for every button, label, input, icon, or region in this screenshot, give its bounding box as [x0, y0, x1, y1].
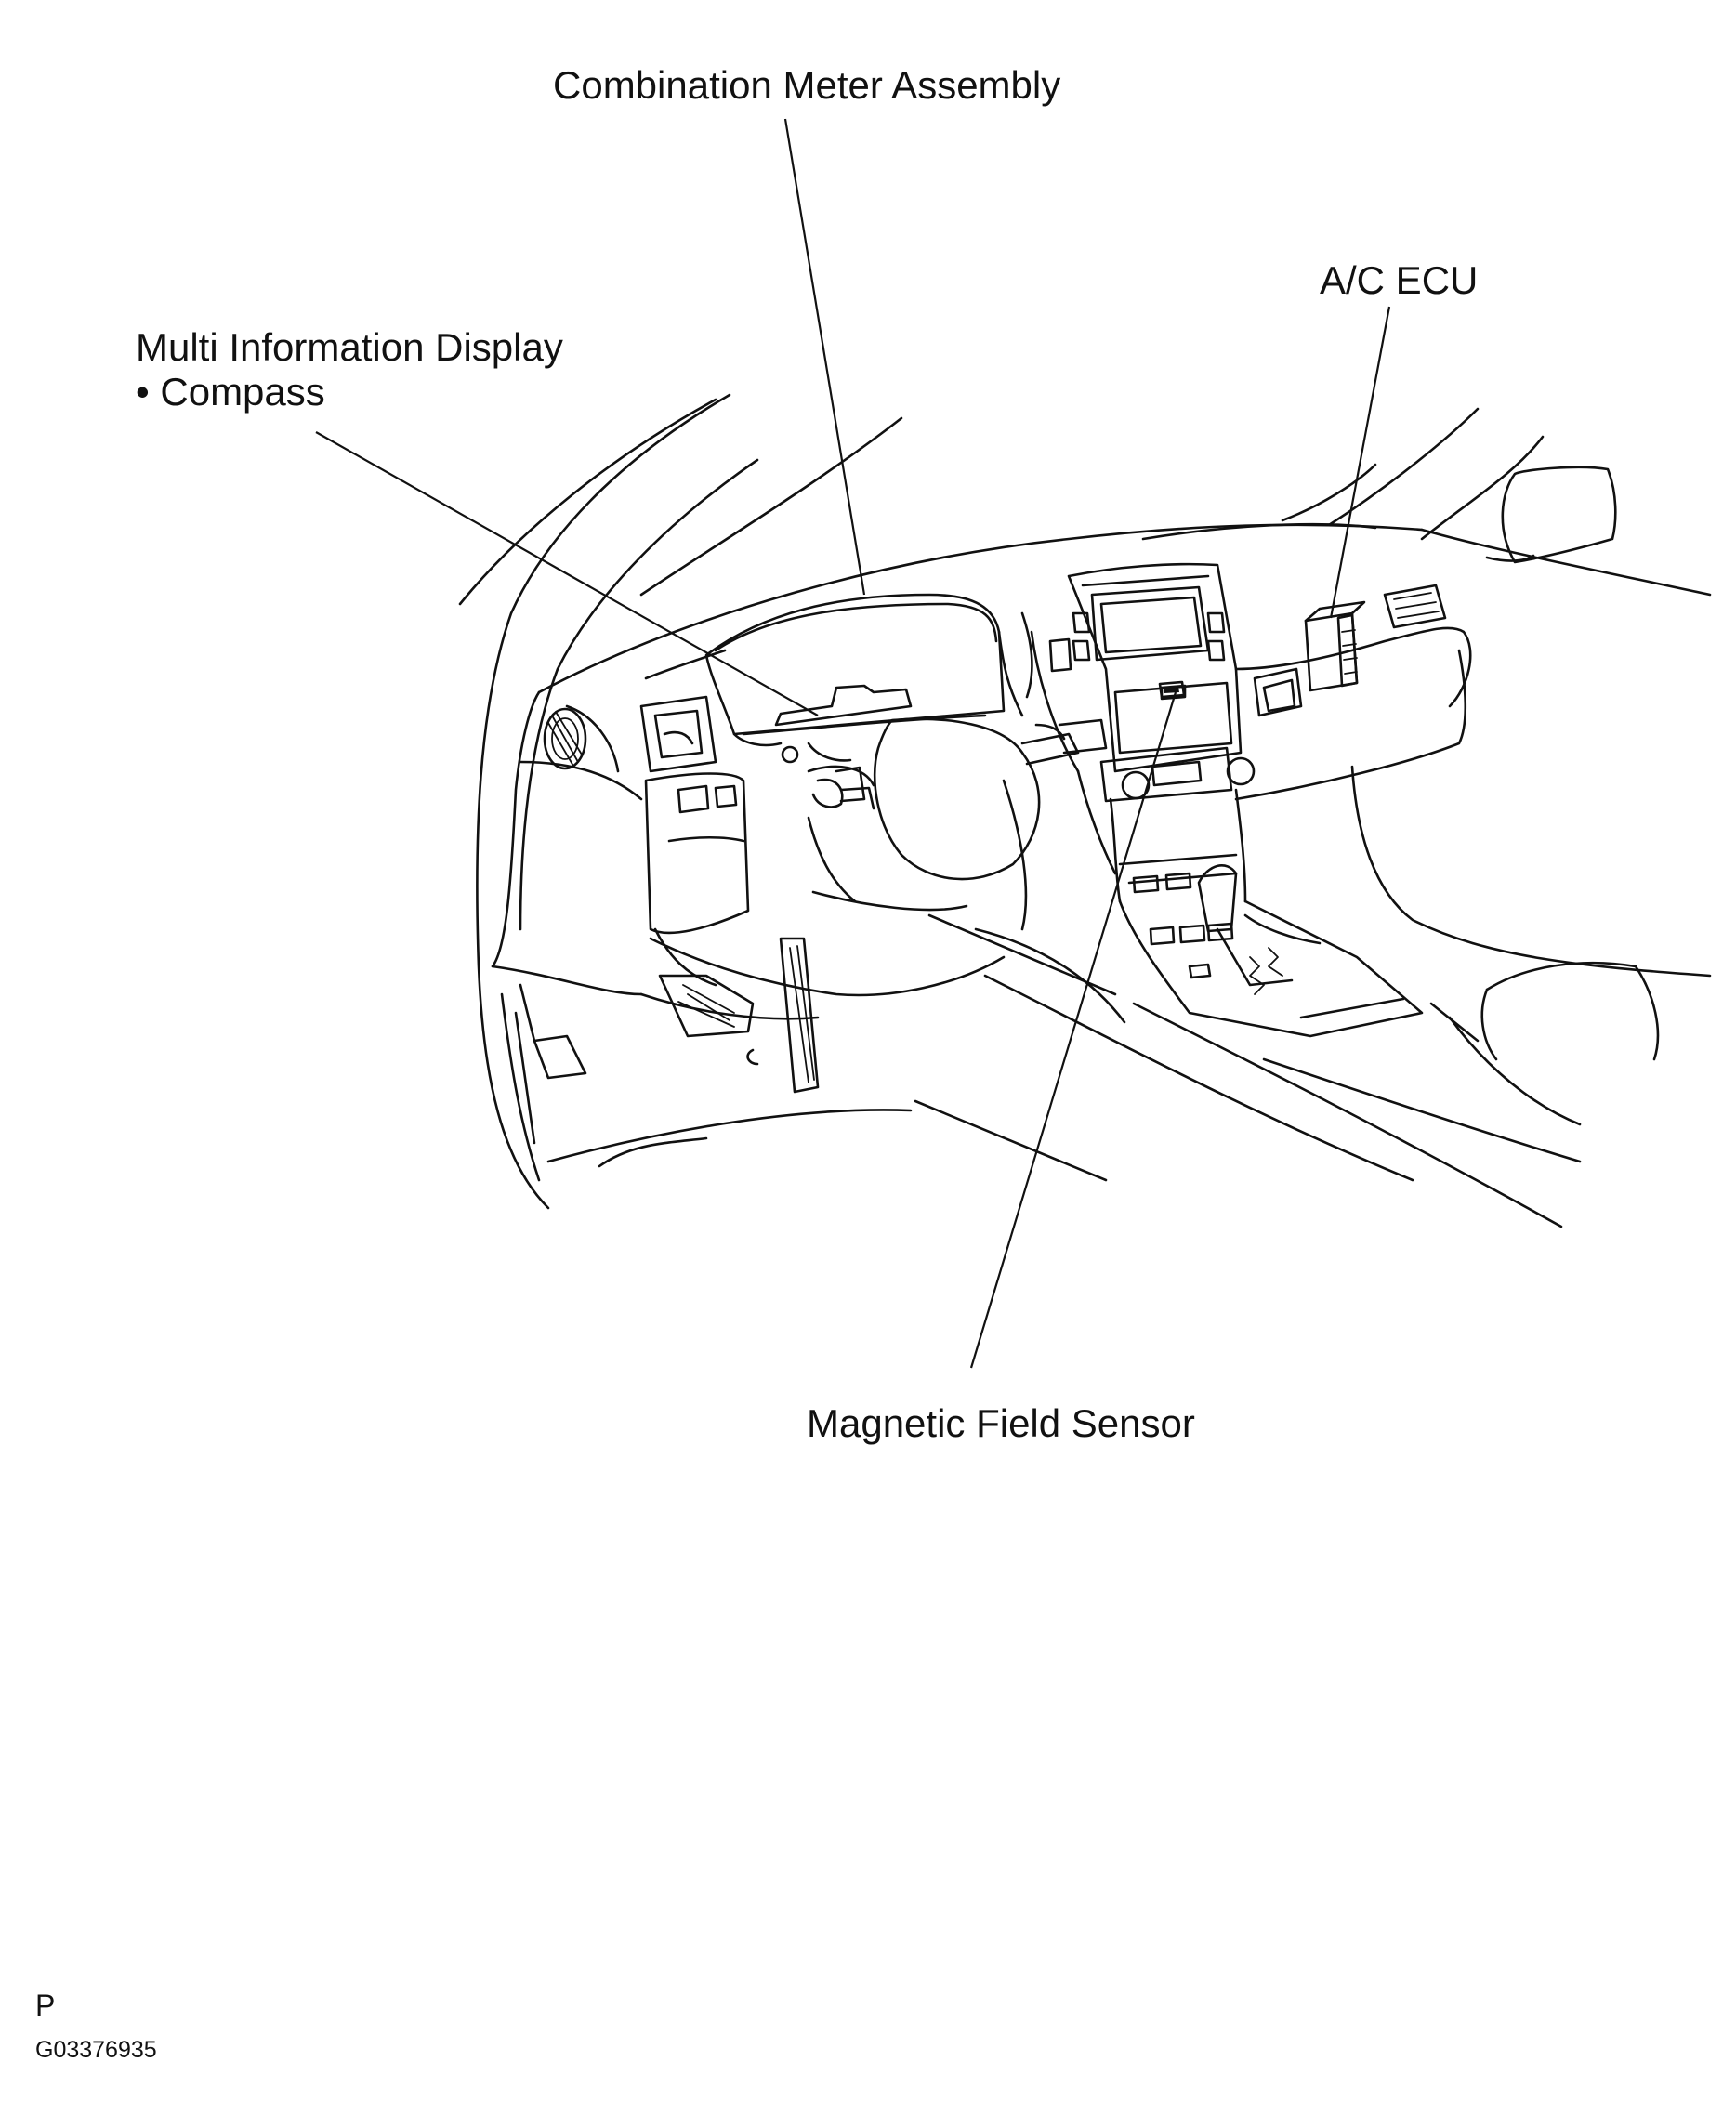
floor — [546, 974, 1582, 1228]
leader-ac-ecu — [1329, 306, 1391, 619]
compass-label: • Compass — [136, 370, 325, 414]
leader-magnetic-field-sensor — [969, 691, 1177, 1369]
windshield-frame — [458, 393, 903, 1210]
pedals — [519, 937, 820, 1094]
dashboard-top — [537, 407, 1712, 694]
figure-id-label: G03376935 — [35, 2037, 157, 2063]
left-dashboard — [491, 690, 750, 1182]
leader-multi-info-display — [315, 431, 819, 716]
magnetic-field-sensor-part — [1158, 680, 1186, 699]
ac-ecu-label: A/C ECU — [1320, 258, 1479, 302]
ac-ecu-module — [1304, 600, 1366, 692]
leader-lines — [315, 118, 1391, 1369]
steering-wheel — [807, 717, 1108, 912]
right-dashboard — [1234, 584, 1712, 1126]
side-mirror — [1485, 466, 1617, 564]
view-code-label: P — [35, 1989, 56, 2022]
combination-meter-label: Combination Meter Assembly — [553, 63, 1061, 107]
instrument-cluster — [704, 593, 1033, 764]
center-console — [1118, 864, 1424, 1038]
center-stack — [1030, 562, 1256, 903]
magnetic-field-sensor-label: Magnetic Field Sensor — [807, 1401, 1195, 1445]
leader-combination-meter — [783, 118, 866, 596]
multi-info-display-label: Multi Information Display — [136, 325, 563, 369]
lower-dash — [639, 779, 1126, 1024]
